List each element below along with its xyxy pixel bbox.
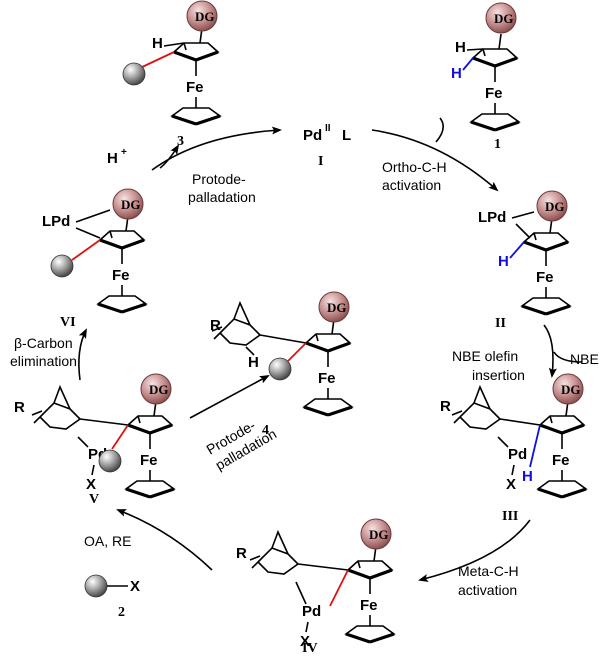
x-label: X: [130, 578, 140, 595]
x-label: X: [86, 476, 96, 493]
nbe-reagent: NBE: [570, 351, 599, 367]
r-label: R: [14, 399, 25, 416]
arrow-compound-1-entry: [435, 117, 444, 143]
h-blue-label: H: [498, 253, 509, 270]
proto-top-line2: palladation: [188, 189, 256, 205]
compound-label-4: 4: [262, 423, 269, 438]
meta-line1: Meta-C-H: [458, 563, 519, 579]
arrow-nbe-entry: [553, 351, 583, 363]
dg-label: DG: [121, 197, 141, 212]
lpd-label: LPd: [478, 209, 506, 226]
compound-label-V: V: [89, 492, 99, 507]
fe-label: Fe: [140, 452, 158, 469]
compound-V-structure: DG Fe R Pd X: [14, 373, 176, 499]
compound-2-structure: X: [84, 574, 140, 598]
hplus-label: H: [107, 150, 118, 167]
compound-II-structure: DG Fe LPd H: [478, 190, 572, 316]
beta-line2: elimination: [10, 353, 77, 369]
arrow-protodepalladation-mid: [189, 375, 270, 419]
compound-label-2: 2: [118, 605, 125, 620]
compound-1-structure: DG Fe H H: [451, 2, 521, 132]
dg-label: DG: [369, 527, 389, 542]
compound-label-1: 1: [494, 137, 501, 152]
compound-VI-structure: DG Fe LPd: [42, 188, 148, 314]
arrow-beta-carbon-elimination: [78, 328, 87, 381]
dg-label: DG: [545, 199, 565, 214]
dg-label: DG: [149, 382, 169, 397]
dg-label: DG: [561, 382, 581, 397]
proto-top-line1: Protode-: [192, 171, 246, 187]
fe-label: Fe: [112, 267, 130, 284]
compound-label-I: I: [318, 154, 323, 169]
ortho-line2: activation: [382, 177, 441, 193]
fe-label: Fe: [536, 269, 554, 286]
compound-III-structure: DG Fe R Pd X H: [440, 373, 588, 499]
dg-label: DG: [195, 9, 215, 24]
oxidation-state: II: [325, 123, 331, 134]
fe-label: Fe: [552, 452, 570, 469]
x-label: X: [506, 476, 516, 493]
fe-label: Fe: [186, 79, 204, 96]
x-label: X: [300, 633, 310, 650]
pd-label: Pd: [508, 446, 527, 463]
meta-line2: activation: [458, 582, 517, 598]
h-blue-label: H: [451, 65, 462, 82]
arrow-nbe-insertion: [543, 324, 557, 378]
nbe-line1: NBE olefin: [452, 348, 518, 364]
lpd-label: LPd: [42, 213, 70, 230]
r-label: R: [210, 317, 221, 334]
hplus-charge: +: [121, 147, 127, 158]
r-label: R: [236, 545, 247, 562]
arrow-oa-re: [116, 509, 213, 571]
compound-label-3: 3: [177, 134, 184, 149]
compound-IV-structure: DG Fe R Pd X: [236, 518, 396, 650]
compound-label-II: II: [495, 316, 506, 331]
compound-4-structure: DG Fe R H: [210, 291, 354, 417]
pd-label: Pd: [302, 603, 321, 620]
compound-label-VI: VI: [60, 315, 76, 330]
compound-label-III: III: [502, 509, 518, 524]
fe-label: Fe: [318, 370, 336, 387]
ortho-line1: Ortho-C-H: [382, 159, 447, 175]
h-blue-label: H: [522, 468, 533, 485]
ligand-label: L: [342, 127, 351, 144]
fe-label: Fe: [360, 597, 378, 614]
h-label: H: [248, 354, 259, 371]
pd-label: Pd: [303, 127, 322, 144]
arrow-protodepalladation-top: [151, 126, 282, 171]
h-label: H: [455, 39, 466, 56]
h-label: H: [152, 35, 163, 52]
compound-label-IV: IV: [302, 641, 318, 656]
arrow-ortho-ch-activation: [371, 129, 499, 192]
arrow-to-compound-3: [159, 144, 180, 169]
dg-label: DG: [327, 300, 347, 315]
proto-mid-label-group: Protode- palladation: [204, 417, 280, 473]
compound-3-structure: DG Fe H: [122, 0, 222, 126]
nbe-line2: insertion: [472, 367, 525, 383]
arrow-meta-ch-activation: [418, 519, 531, 582]
dg-label: DG: [494, 11, 514, 26]
fe-label: Fe: [485, 85, 503, 102]
r-label: R: [440, 398, 451, 415]
beta-line1: β-Carbon: [14, 335, 73, 351]
oa-re-label: OA, RE: [84, 533, 131, 549]
